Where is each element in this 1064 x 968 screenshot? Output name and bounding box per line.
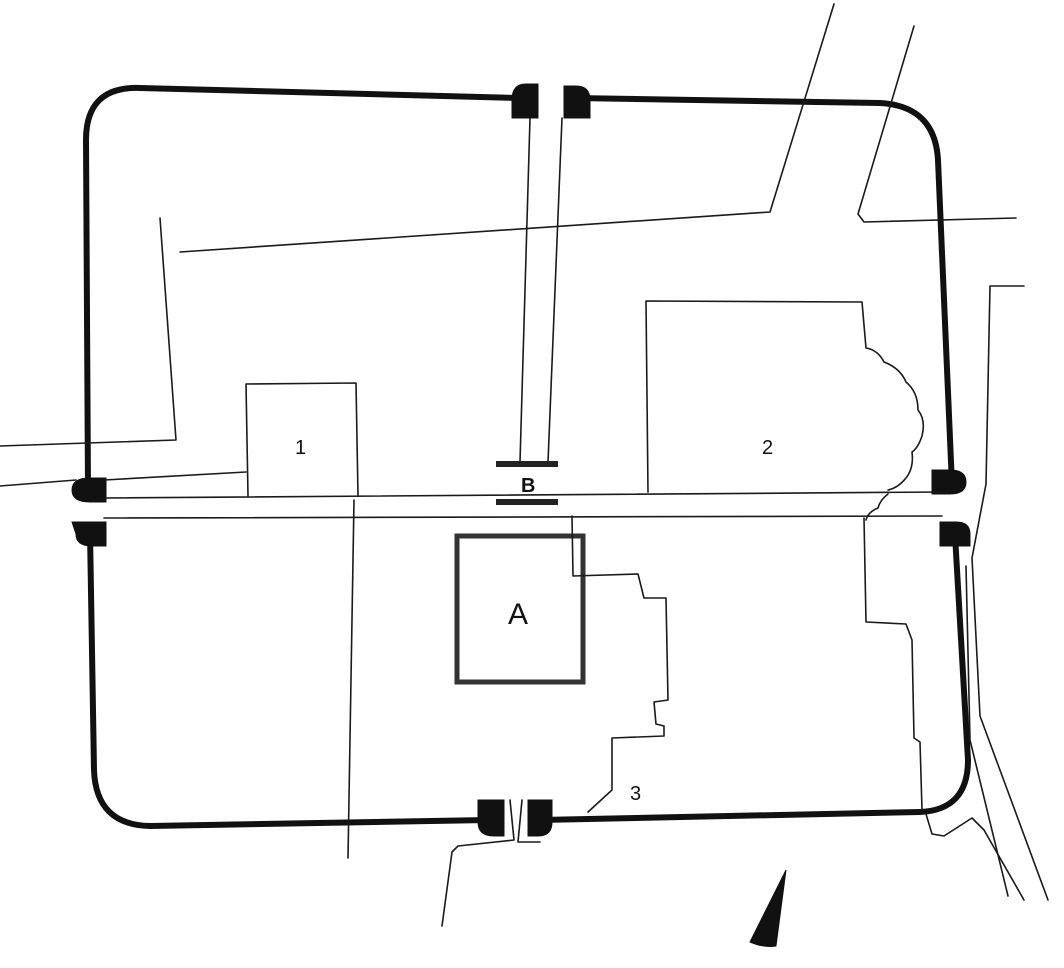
wall-south-west bbox=[87, 529, 491, 829]
label-gate-b: B bbox=[521, 475, 535, 497]
label-keep-a: A bbox=[508, 598, 528, 631]
tower-north-left bbox=[511, 83, 539, 119]
south-approach-right bbox=[517, 799, 541, 843]
north-diagonal-path bbox=[179, 3, 835, 253]
tower-south-left bbox=[477, 799, 505, 837]
stepped-building-outline bbox=[571, 515, 669, 813]
gate-b-bar-bottom bbox=[496, 499, 558, 505]
building-1-outline bbox=[245, 382, 359, 497]
building-2-lower-extension bbox=[865, 493, 889, 521]
wall-north-west bbox=[83, 84, 521, 493]
tower-south-right bbox=[527, 799, 553, 837]
road-west-link bbox=[103, 471, 247, 481]
label-building-3: 3 bbox=[630, 783, 641, 805]
wall-north-east bbox=[571, 95, 955, 488]
label-building-2: 2 bbox=[762, 437, 773, 459]
tower-west-lower bbox=[71, 521, 107, 547]
road-edge-south bbox=[103, 515, 943, 519]
east-outer-line-2 bbox=[965, 565, 1009, 897]
wall-south-east bbox=[537, 532, 971, 823]
tower-west-upper bbox=[71, 477, 107, 503]
north-east-diagonal bbox=[857, 25, 1017, 223]
tower-north-right bbox=[563, 85, 591, 119]
north-west-boundary bbox=[0, 217, 177, 447]
gate-b-bar-top bbox=[496, 461, 558, 467]
south-east-outline bbox=[925, 813, 1025, 901]
avenue-west-edge bbox=[519, 117, 531, 463]
avenue-east-edge bbox=[547, 117, 563, 463]
east-inner-outline bbox=[863, 517, 923, 811]
tower-east-upper bbox=[931, 469, 967, 495]
west-vertical-line bbox=[347, 499, 355, 859]
north-arrow-icon bbox=[749, 869, 787, 947]
keep-a-outline bbox=[454, 533, 586, 685]
building-2-outline bbox=[645, 300, 925, 493]
south-approach-left bbox=[441, 799, 515, 927]
road-edge-north bbox=[103, 491, 941, 499]
east-outer-line-1 bbox=[971, 285, 1049, 901]
label-building-1: 1 bbox=[295, 437, 306, 459]
road-west-out-1 bbox=[0, 479, 77, 487]
tower-east-lower bbox=[939, 521, 971, 547]
